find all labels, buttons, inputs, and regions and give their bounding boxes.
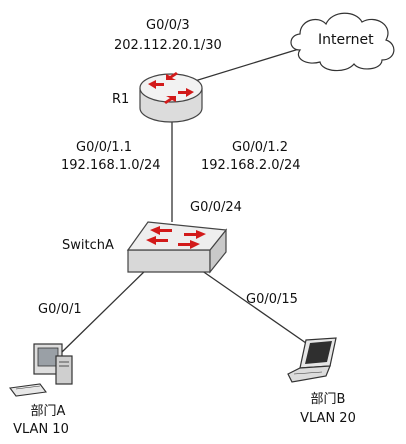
switch-name-label: SwitchA (62, 238, 114, 253)
switch-icon[interactable] (126, 221, 228, 274)
vlan-a-label: VLAN 10 (13, 422, 69, 437)
subif1-port-label: G0/0/1.1 (76, 140, 133, 155)
wan-port-label: G0/0/3 (146, 18, 190, 33)
dept-b-label: 部门B (310, 392, 346, 407)
cloud-icon[interactable] (290, 12, 395, 72)
laptop-icon[interactable] (287, 337, 337, 383)
dept-a-label: 部门A (30, 404, 66, 419)
vlan-b-label: VLAN 20 (300, 411, 356, 426)
subif1-net-label: 192.168.1.0/24 (61, 158, 161, 173)
port-a-label: G0/0/1 (38, 302, 82, 317)
subif2-port-label: G0/0/1.2 (232, 140, 289, 155)
subif2-net-label: 192.168.2.0/24 (201, 158, 301, 173)
desktop-pc-icon[interactable] (8, 343, 73, 397)
wan-ip-label: 202.112.20.1/30 (114, 38, 222, 53)
link-switch-pc-a (61, 265, 151, 353)
trunk-port-label: G0/0/24 (190, 200, 242, 215)
internet-label: Internet (318, 32, 374, 48)
port-b-label: G0/0/15 (246, 292, 298, 307)
router-icon[interactable] (139, 72, 203, 123)
router-name-label: R1 (112, 92, 130, 107)
link-switch-laptop-b (197, 267, 317, 351)
